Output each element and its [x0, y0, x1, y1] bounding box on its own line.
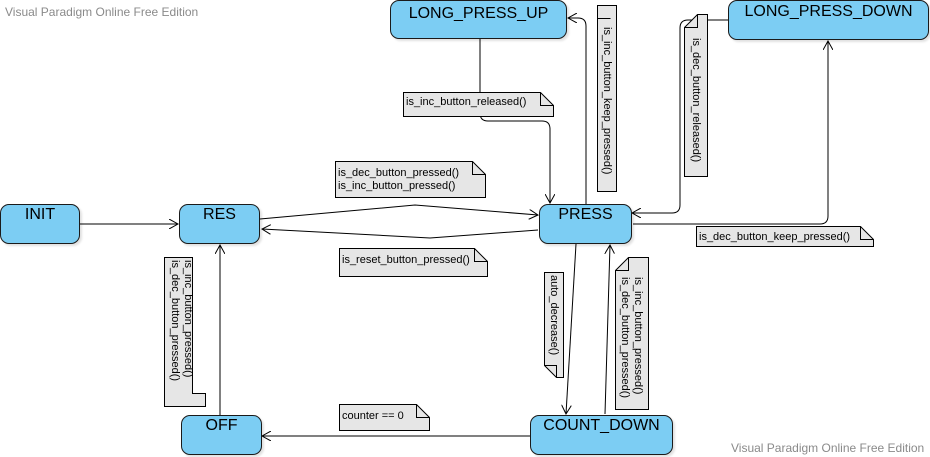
note-inc-released-line-1: is_inc_button_released() [406, 96, 527, 108]
note-reset-pressed-line-1: is_reset_button_pressed() [342, 254, 470, 266]
note-shape-inc-keep-pressed [597, 5, 617, 192]
state-press[interactable]: PRESS [539, 204, 632, 244]
note-off-to-res-line-2: is_dec_button_pressed() [169, 260, 181, 382]
state-long-press-up-label: LONG_PRESS_UP [408, 4, 549, 22]
note-shape-reset-pressed [339, 248, 488, 277]
note-inc-keep-pressed: is_inc_button_keep_pressed() [597, 5, 617, 192]
state-init-label: INIT [24, 206, 56, 223]
watermark-top-left: Visual Paradigm Online Free Edition [5, 5, 199, 19]
note-dec-keep-pressed-line-1: is_dec_button_keep_pressed() [699, 231, 851, 243]
watermark-bottom-right: Visual Paradigm Online Free Edition [731, 441, 925, 455]
transition-press-to-long-press-down [633, 41, 828, 225]
note-dec-released-line-1: is_dec_button_released() [690, 38, 702, 163]
transition-press-to-count-down [566, 243, 577, 414]
note-countdown-to-press-line-2: is_dec_button_pressed() [619, 277, 631, 399]
state-off[interactable]: OFF [181, 415, 262, 455]
note-inc-keep-pressed-line-1: is_inc_button_keep_pressed() [601, 27, 613, 175]
state-long-press-down-label: LONG_PRESS_DOWN [744, 3, 913, 20]
state-res-label: RES [203, 206, 236, 223]
state-count-down[interactable]: COUNT_DOWN [530, 415, 673, 455]
note-countdown-to-press: is_inc_button_pressed() is_dec_button_pr… [615, 257, 649, 410]
note-res-to-press-line-2: is_inc_button_pressed() [338, 180, 456, 192]
note-off-to-res: is_inc_button_pressed() is_dec_button_pr… [164, 257, 206, 407]
state-init[interactable]: INIT [0, 204, 80, 244]
note-reset-pressed: is_reset_button_pressed() [339, 248, 488, 277]
note-shape-counter-zero [339, 404, 430, 431]
note-shape-dec-released [684, 14, 708, 177]
note-shape-countdown-to-press [615, 257, 649, 410]
note-countdown-to-press-line-1: is_inc_button_pressed() [632, 277, 644, 395]
note-dec-keep-pressed: is_dec_button_keep_pressed() [696, 226, 874, 247]
note-res-to-press-line-1: is_dec_button_pressed() [338, 167, 460, 179]
note-counter-zero: counter == 0 [339, 404, 430, 431]
note-dec-released: is_dec_button_released() [684, 14, 708, 177]
note-shape-dec-keep-pressed [696, 226, 874, 247]
note-shape-auto-decrease [544, 272, 564, 378]
state-res[interactable]: RES [179, 204, 260, 244]
note-off-to-res-line-1: is_inc_button_pressed() [182, 260, 194, 378]
note-inc-released: is_inc_button_released() [403, 92, 554, 117]
transition-count-down-to-press [604, 245, 610, 415]
transition-long-press-up-to-press [479, 39, 550, 203]
note-shape-res-to-press [335, 161, 486, 198]
state-long-press-up[interactable]: LONG_PRESS_UP [390, 0, 567, 39]
state-press-label: PRESS [558, 206, 613, 223]
note-auto-decrease: auto_decrease() [544, 272, 564, 378]
transition-press-to-res [262, 229, 539, 239]
note-shape-inc-released [403, 92, 554, 117]
transition-press-to-long-press-up [568, 18, 587, 204]
transition-res-to-press [259, 204, 538, 219]
state-off-label: OFF [205, 417, 238, 434]
transition-long-press-down-to-press [632, 19, 728, 213]
note-auto-decrease-line-1: auto_decrease() [548, 275, 560, 356]
note-res-to-press: is_dec_button_pressed() is_inc_button_pr… [335, 161, 486, 198]
state-count-down-label: COUNT_DOWN [543, 417, 660, 434]
note-counter-zero-line-1: counter == 0 [342, 410, 404, 422]
state-long-press-down[interactable]: LONG_PRESS_DOWN [728, 0, 929, 40]
